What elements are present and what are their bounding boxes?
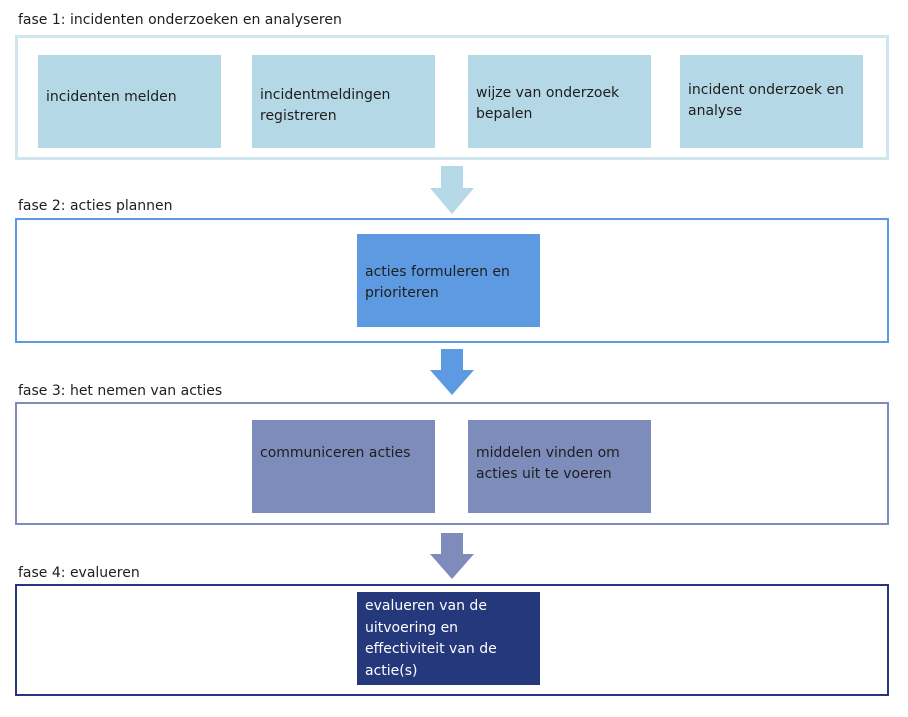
step-evalueren: evalueren van de uitvoering en effectivi… [357,592,540,685]
step-acties-formuleren: acties formuleren en prioriteren [357,234,540,327]
step-communiceren-acties: communiceren acties [252,420,435,513]
phase-1-frame: incidenten melden incidentmeldingen regi… [15,35,889,160]
step-incident-onderzoek-analyse: incident onderzoek en analyse [680,55,863,148]
phase-1-label: fase 1: incidenten onderzoeken en analys… [18,12,342,28]
phase-4-label: fase 4: evalueren [18,565,140,581]
arrow-down-icon [430,533,474,579]
phase-3-label: fase 3: het nemen van acties [18,383,223,399]
phase-3-frame: communiceren acties middelen vinden om a… [15,402,889,525]
phase-4-frame: evalueren van de uitvoering en effectivi… [15,584,889,696]
step-incidentmeldingen-registreren: incidentmeldingen registreren [252,55,435,148]
step-wijze-van-onderzoek: wijze van onderzoek bepalen [468,55,651,148]
arrow-down-icon [430,349,474,395]
step-middelen-vinden: middelen vinden om acties uit te voeren [468,420,651,513]
phase-2-label: fase 2: acties plannen [18,198,173,214]
phase-2-frame: acties formuleren en prioriteren [15,218,889,343]
step-incidenten-melden: incidenten melden [38,55,221,148]
arrow-down-icon [430,166,474,214]
